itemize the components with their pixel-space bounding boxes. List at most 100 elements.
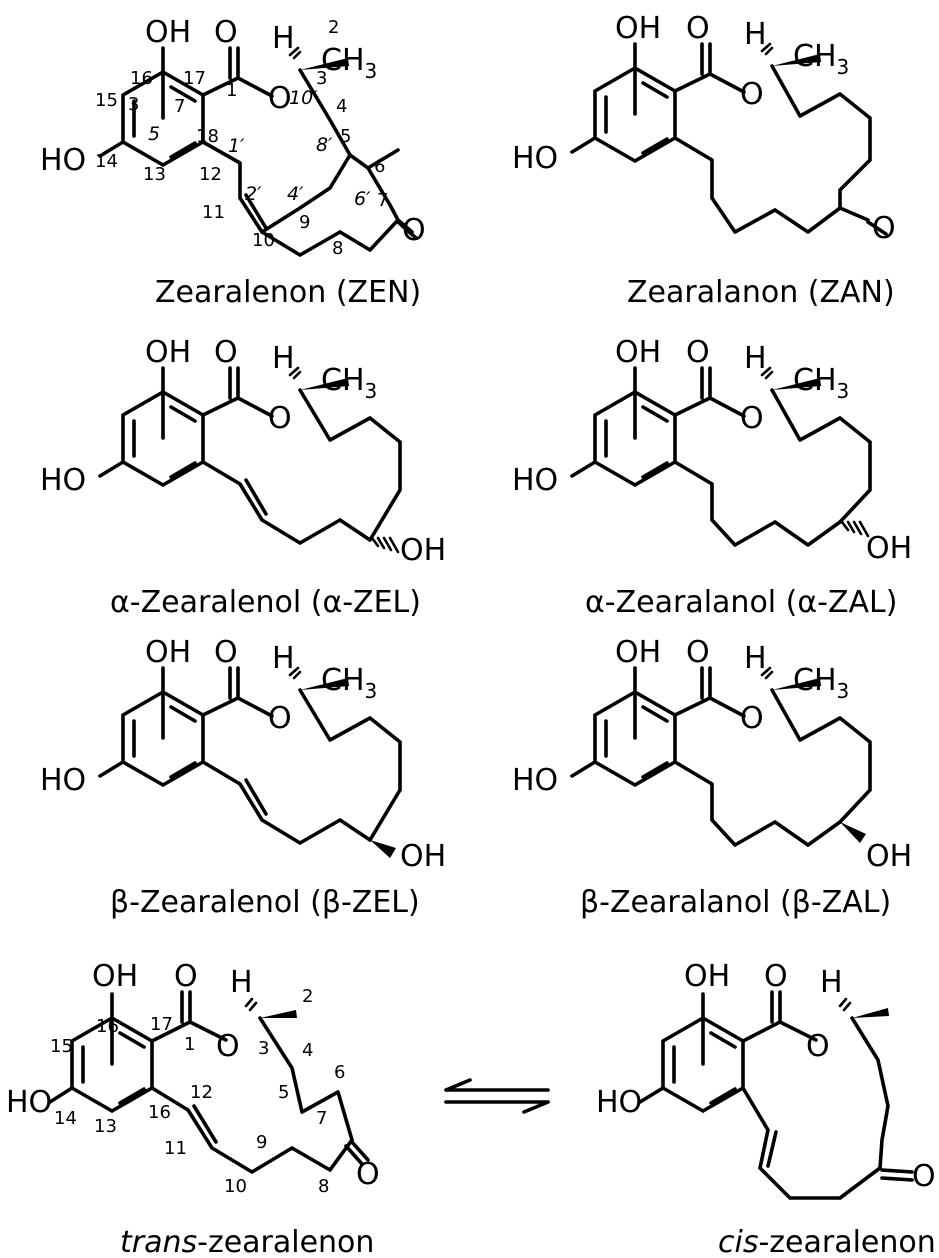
b-zal-hydroxyl-left-label: HO xyxy=(512,763,558,798)
reverse-arrow xyxy=(444,1100,550,1114)
b-zal-hydroxyl-top-label: OH xyxy=(615,635,661,670)
cis-compound-name: cis-zearalenon xyxy=(718,1225,936,1258)
zen-atom-number: 10 xyxy=(252,230,275,251)
a-zel-hydroxyl-left-label: HO xyxy=(40,463,86,498)
trans-carbonyl-oxygen-label: O xyxy=(174,959,198,994)
a-zal-hydroxyl-right-label: OH xyxy=(866,531,912,566)
zen-atom-number: 2 xyxy=(328,17,339,38)
trans-compound-name: trans-zearalenon xyxy=(120,1225,374,1258)
zen-atom-number: 14 xyxy=(95,151,118,172)
zen-atom-number: 7 xyxy=(174,96,185,117)
a-zal-hydroxyl-top-label: OH xyxy=(615,335,661,370)
a-zel-hydroxyl-top-label: OH xyxy=(145,335,191,370)
zen-ketone-oxygen-label: O xyxy=(402,213,426,248)
trans-atom-number: 13 xyxy=(94,1116,117,1137)
trans-atom-number: 10 xyxy=(224,1176,247,1197)
zen-ring-oxygen-label: O xyxy=(268,81,292,116)
zen-methyl-label: CH3 xyxy=(321,43,377,83)
cis-hydroxyl-top-label: OH xyxy=(684,959,730,994)
trans-atom-number: 2 xyxy=(302,986,313,1007)
a-zal-carbonyl-oxygen-label: O xyxy=(686,335,710,370)
zen-atom-number: 18 xyxy=(196,126,219,147)
zen-atom-number: 2′ xyxy=(245,183,262,205)
zen-hydrogen-label: H xyxy=(272,21,295,56)
zen-atom-number: 13 xyxy=(143,164,166,185)
zen-atom-number: 1′ xyxy=(228,135,245,157)
zen-atom-number: 7 xyxy=(377,190,388,211)
a-zel-ring-oxygen-label: O xyxy=(268,401,292,436)
trans-hydroxyl-top-label: OH xyxy=(92,959,138,994)
a-zal-methyl-label: CH3 xyxy=(793,363,849,403)
zen-compound-name: Zearalenon (ZEN) xyxy=(155,275,421,310)
trans-atom-number: 7 xyxy=(316,1108,327,1129)
b-zel-compound-name: β-Zearalenol (β-ZEL) xyxy=(110,885,420,920)
zen-atom-number: 3 xyxy=(128,94,139,115)
b-zal-compound-name: β-Zearalanol (β-ZAL) xyxy=(580,885,891,920)
a-zal-compound-name: α-Zearalanol (α-ZAL) xyxy=(585,585,897,620)
zearalanon-structure: OH O H CH3 O HO O Zearalanon (ZAN) xyxy=(512,11,896,310)
zan-hydroxyl-top-label: OH xyxy=(615,11,661,46)
cis-carbonyl-oxygen-label: O xyxy=(764,959,788,994)
trans-atom-number: 17 xyxy=(150,1014,173,1035)
zen-atom-number: 8 xyxy=(332,238,343,259)
b-zel-hydroxyl-left-label: HO xyxy=(40,763,86,798)
zen-atom-number: 15 xyxy=(95,90,118,111)
b-zel-carbonyl-oxygen-label: O xyxy=(214,635,238,670)
beta-zearalenol-structure: OH O H CH3 O HO OH β-Zearalenol (β-ZEL) xyxy=(40,635,446,920)
cis-hydrogen-label: H xyxy=(820,965,843,1000)
equilibrium-arrows xyxy=(444,1078,550,1114)
trans-zearalenon-structure: OH O H O HO O 2 16 17 1 3 4 15 5 6 14 13… xyxy=(6,959,380,1258)
trans-atom-number: 12 xyxy=(190,1082,213,1103)
cis-ketone-oxygen-label: O xyxy=(912,1159,936,1194)
zan-hydrogen-label: H xyxy=(744,17,767,52)
trans-atom-number: 1 xyxy=(184,1034,195,1055)
cis-ring-oxygen-label: O xyxy=(806,1029,830,1064)
b-zel-hydrogen-label: H xyxy=(272,641,295,676)
trans-hydrogen-label: H xyxy=(230,965,253,1000)
zan-hydroxyl-left-label: HO xyxy=(512,141,558,176)
zen-atom-number: 8′ xyxy=(316,134,333,156)
b-zel-hydroxyl-right-label: OH xyxy=(400,839,446,874)
zen-atom-number: 11 xyxy=(202,202,225,223)
zen-hydroxyl-top-label: OH xyxy=(145,15,191,50)
b-zel-ring-oxygen-label: O xyxy=(268,701,292,736)
b-zal-carbonyl-oxygen-label: O xyxy=(686,635,710,670)
zen-atom-number: 4′ xyxy=(287,183,304,205)
zen-atom-number: 6 xyxy=(374,156,385,177)
zen-hydroxyl-left-label: HO xyxy=(40,143,86,178)
zan-compound-name: Zearalanon (ZAN) xyxy=(627,275,895,310)
zan-methyl-label: CH3 xyxy=(793,39,849,79)
a-zel-hydroxyl-right-label: OH xyxy=(400,533,446,568)
trans-atom-number: 6 xyxy=(334,1062,345,1083)
forward-arrow xyxy=(444,1078,550,1092)
trans-atom-number: 15 xyxy=(50,1036,73,1057)
zen-atom-number: 5 xyxy=(148,123,160,145)
zen-atom-number: 1 xyxy=(226,80,237,101)
trans-atom-number: 4 xyxy=(302,1040,313,1061)
b-zal-methyl-label: CH3 xyxy=(793,663,849,703)
trans-atom-number: 14 xyxy=(54,1108,77,1129)
a-zal-hydroxyl-left-label: HO xyxy=(512,463,558,498)
cis-zearalenon-structure: OH O H O HO O cis-zearalenon xyxy=(596,959,936,1258)
trans-ring-oxygen-label: O xyxy=(216,1029,240,1064)
zen-atom-number: 5 xyxy=(340,126,351,147)
trans-atom-number: 16 xyxy=(96,1016,119,1037)
b-zel-methyl-label: CH3 xyxy=(321,663,377,703)
zan-carbonyl-oxygen-label: O xyxy=(686,11,710,46)
b-zel-hydroxyl-top-label: OH xyxy=(145,635,191,670)
a-zal-hydrogen-label: H xyxy=(744,341,767,376)
zen-atom-number: 16 xyxy=(130,68,153,89)
a-zel-hydrogen-label: H xyxy=(272,341,295,376)
b-zal-ring-oxygen-label: O xyxy=(740,701,764,736)
a-zel-compound-name: α-Zearalenol (α-ZEL) xyxy=(110,585,421,620)
b-zal-hydrogen-label: H xyxy=(744,641,767,676)
zearalenon-structure: OH O H CH3 O HO O 2 1 3 10′ 4 8′ 5 6 6′ … xyxy=(40,15,426,310)
zen-atom-number: 6′ xyxy=(354,188,371,210)
cis-hydroxyl-left-label: HO xyxy=(596,1085,642,1120)
a-zal-ring-oxygen-label: O xyxy=(740,401,764,436)
zen-atom-number: 4 xyxy=(336,96,347,117)
alpha-zearalanol-structure: OH O H CH3 O HO OH α-Zearalanol (α-ZAL) xyxy=(512,335,912,620)
zan-ring-oxygen-label: O xyxy=(740,77,764,112)
trans-hydroxyl-left-label: HO xyxy=(6,1085,52,1120)
